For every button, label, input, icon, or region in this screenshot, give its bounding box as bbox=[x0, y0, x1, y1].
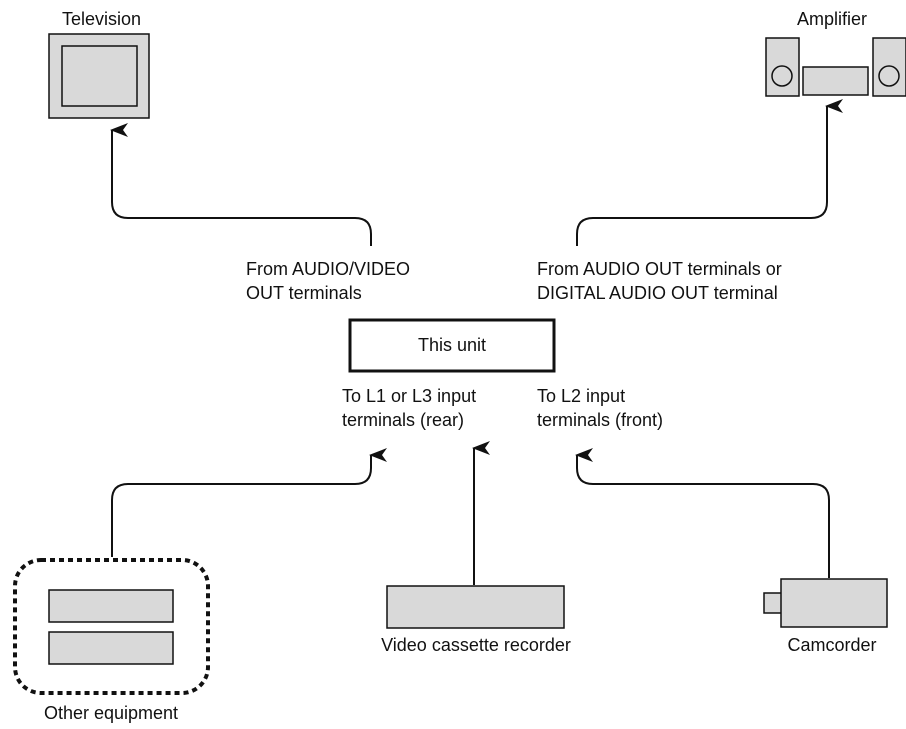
cable-from-other-equipment bbox=[111, 448, 387, 557]
l2-input-label: To L2 input terminals (front) bbox=[537, 384, 663, 432]
amplifier-label: Amplifier bbox=[797, 9, 868, 29]
vcr-label: Video cassette recorder bbox=[381, 635, 571, 655]
audio-out-line-1: From AUDIO OUT terminals or bbox=[537, 259, 782, 279]
l1-l3-line-2: terminals (rear) bbox=[342, 410, 465, 430]
audio-out-label: From AUDIO OUT terminals or DIGITAL AUDI… bbox=[537, 257, 782, 305]
l1-l3-input-label: To L1 or L3 input terminals (rear) bbox=[342, 384, 476, 432]
this-unit-label: This unit bbox=[417, 335, 487, 355]
av-out-line-2: OUT terminals bbox=[246, 283, 362, 303]
television-label: Television bbox=[62, 9, 142, 29]
this-unit-box bbox=[348, 318, 556, 373]
camcorder-icon bbox=[763, 578, 888, 628]
l2-line-1: To L2 input bbox=[537, 386, 626, 406]
camcorder-label: Camcorder bbox=[787, 635, 877, 655]
l2-line-2: terminals (front) bbox=[537, 410, 664, 430]
audio-out-line-2: DIGITAL AUDIO OUT terminal bbox=[537, 283, 778, 303]
av-out-label: From AUDIO/VIDEO OUT terminals bbox=[246, 257, 410, 305]
cable-to-amplifier bbox=[576, 99, 843, 246]
l1-l3-line-1: To L1 or L3 input bbox=[342, 386, 477, 406]
other-equipment-label: Other equipment bbox=[43, 703, 179, 723]
television-icon bbox=[48, 33, 150, 119]
vcr-icon bbox=[386, 585, 565, 629]
other-equipment-icon bbox=[13, 558, 210, 695]
cable-from-camcorder bbox=[575, 448, 830, 578]
cable-to-television bbox=[110, 123, 372, 246]
amplifier-icon bbox=[765, 37, 906, 97]
av-out-line-1: From AUDIO/VIDEO bbox=[246, 259, 411, 279]
